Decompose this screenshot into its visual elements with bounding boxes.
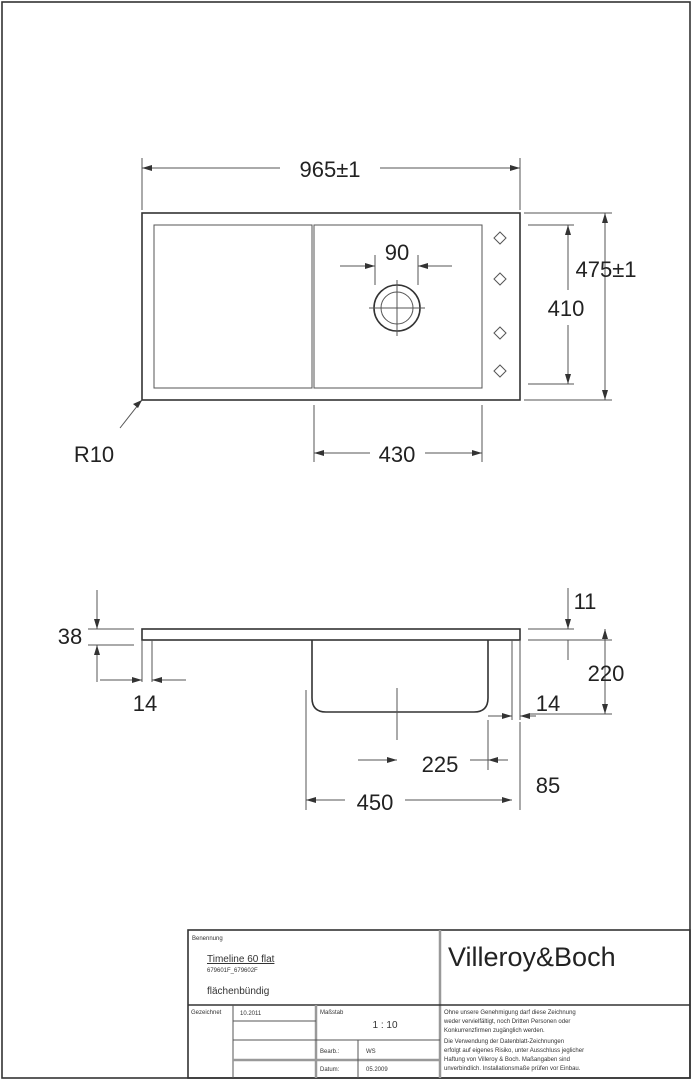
svg-text:Ohne unsere Genehmigung darf d: Ohne unsere Genehmigung darf diese Zeich…	[444, 1010, 576, 1016]
svg-text:flächenbündig: flächenbündig	[207, 986, 269, 997]
sink-outline	[141, 212, 521, 401]
svg-text:Datum:: Datum:	[320, 1067, 340, 1073]
svg-text:erfolgt auf eigenes Risiko, un: erfolgt auf eigenes Risiko, unter Aussch…	[444, 1048, 584, 1054]
dimension-bowl-width: 430	[313, 405, 483, 467]
svg-text:14: 14	[133, 691, 157, 716]
svg-text:85: 85	[536, 773, 560, 798]
dimension-85: 85	[519, 722, 560, 810]
svg-text:R10: R10	[74, 442, 114, 467]
svg-text:Konkurrenzfirmen zugänglich we: Konkurrenzfirmen zugänglich werden.	[444, 1028, 545, 1034]
dimension-220: 220	[528, 629, 625, 715]
svg-text:Benennung: Benennung	[192, 936, 223, 942]
dimension-38: 38	[58, 590, 134, 682]
title-block: Benennung Timeline 60 flat 679601F_67960…	[187, 929, 691, 1079]
svg-text:38: 38	[58, 624, 82, 649]
svg-text:05.2009: 05.2009	[366, 1067, 388, 1073]
svg-text:1 : 10: 1 : 10	[372, 1020, 397, 1031]
bowl-outline	[313, 224, 483, 389]
svg-text:430: 430	[379, 442, 416, 467]
dimension-right-14: 14	[488, 691, 560, 719]
svg-text:450: 450	[357, 790, 394, 815]
svg-text:Die Verwendung der Datenblatt-: Die Verwendung der Datenblatt-Zeichnunge…	[444, 1039, 564, 1045]
legal-notice: Ohne unsere Genehmigung darf diese Zeich…	[443, 1010, 584, 1072]
dimension-waste-diameter: 90	[340, 240, 452, 285]
dimension-left-14: 14	[100, 677, 186, 716]
svg-text:410: 410	[548, 296, 585, 321]
svg-text:220: 220	[588, 661, 625, 686]
brand-logo: Villeroy&Boch	[448, 942, 616, 972]
waste-outlet	[369, 280, 425, 336]
right-edge	[511, 640, 521, 720]
svg-text:unverbindlich. Installationsma: unverbindlich. Installationsmaße prüfen …	[444, 1066, 581, 1072]
svg-text:679601F_679602F: 679601F_679602F	[207, 968, 258, 974]
side-view: 38 14 11 220 14	[58, 588, 625, 815]
svg-text:11: 11	[574, 589, 597, 614]
dimension-225: 225	[358, 720, 508, 777]
svg-text:Gezeichnet: Gezeichnet	[191, 1010, 222, 1016]
svg-text:Maßstab: Maßstab	[320, 1010, 344, 1016]
bowl-section	[311, 640, 489, 713]
dimension-11: 11	[528, 588, 596, 660]
drainer-area	[153, 224, 313, 389]
dimension-bowl-depth: 410	[528, 224, 585, 385]
dimension-overall-width: 965±1	[141, 157, 521, 210]
svg-text:Haftung von Villeroy & Boch. M: Haftung von Villeroy & Boch. Maßangaben …	[444, 1057, 570, 1063]
dimension-corner-radius: R10	[74, 399, 143, 467]
svg-text:weder vervielfältigt, noch Dri: weder vervielfältigt, noch Dritten Perso…	[443, 1019, 570, 1025]
top-view: 965±1 90 475±1 410	[74, 157, 637, 467]
svg-text:90: 90	[385, 240, 409, 265]
svg-text:475±1: 475±1	[575, 257, 636, 282]
sink-rim	[141, 628, 521, 641]
svg-text:14: 14	[536, 691, 560, 716]
svg-text:965±1: 965±1	[299, 157, 360, 182]
svg-text:225: 225	[422, 752, 459, 777]
svg-text:10.2011: 10.2011	[240, 1011, 262, 1017]
svg-text:Timeline 60 flat: Timeline 60 flat	[207, 954, 275, 965]
left-edge	[141, 640, 153, 682]
dimension-450: 450	[305, 690, 512, 815]
tap-hole-markers	[493, 231, 507, 378]
svg-text:WS: WS	[366, 1049, 376, 1055]
svg-text:Bearb.:: Bearb.:	[320, 1049, 340, 1055]
dimension-overall-depth: 475±1	[524, 212, 637, 401]
